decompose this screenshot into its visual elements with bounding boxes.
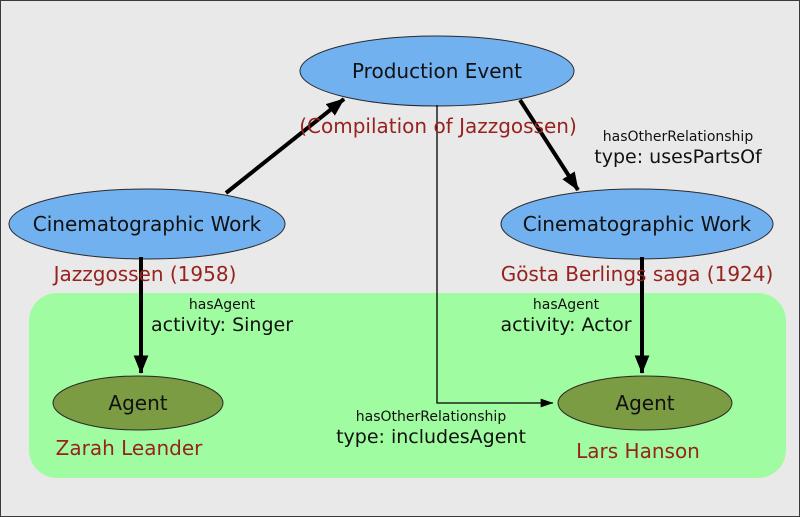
agent-right-annotation: Lars Hanson (576, 439, 700, 463)
agent-right-label: Agent (615, 391, 675, 415)
edge-production-event-to-agent-right (436, 105, 554, 408)
edge-label-uses-parts-of: hasOtherRelationship type: usesPartsOf (594, 129, 761, 169)
agent-right-node (557, 375, 733, 431)
agent-left-annotation: Zarah Leander (55, 436, 203, 460)
cinematographic-work-right-node (500, 188, 774, 260)
agents-group-box (29, 293, 786, 478)
work-left-annotation: Jazzgossen (1958) (53, 262, 237, 286)
agent-left-label: Agent (108, 391, 168, 415)
edge-property: hasAgent (532, 297, 600, 313)
cinematographic-work-left-label: Cinematographic Work (32, 212, 262, 236)
edge-label-has-agent-singer: hasAgent activity: Singer (151, 297, 293, 337)
production-event-annotation: (Compilation of Jazzgossen) (299, 114, 577, 138)
production-event-label: Production Event (351, 59, 523, 83)
edge-detail: type: usesPartsOf (594, 146, 762, 168)
edge-work-left-to-production-event (224, 97, 346, 195)
edge-detail: type: includesAgent (336, 426, 526, 448)
edge-label-has-agent-actor: hasAgent activity: Actor (500, 297, 631, 337)
cinematographic-work-right-label: Cinematographic Work (522, 212, 752, 236)
edge-detail: activity: Singer (150, 314, 294, 336)
edge-label-includes-agent: hasOtherRelationship type: includesAgent (336, 409, 526, 449)
edge-detail: activity: Actor (500, 314, 632, 336)
cinematographic-work-left-node (8, 188, 286, 260)
agent-left-node (52, 375, 224, 431)
edge-production-event-to-work-right (518, 98, 580, 192)
edge-property: hasAgent (188, 297, 256, 313)
edge-property: hasOtherRelationship (602, 129, 754, 145)
work-right-annotation: Gösta Berlings saga (1924) (500, 262, 774, 286)
edge-property: hasOtherRelationship (355, 409, 507, 425)
